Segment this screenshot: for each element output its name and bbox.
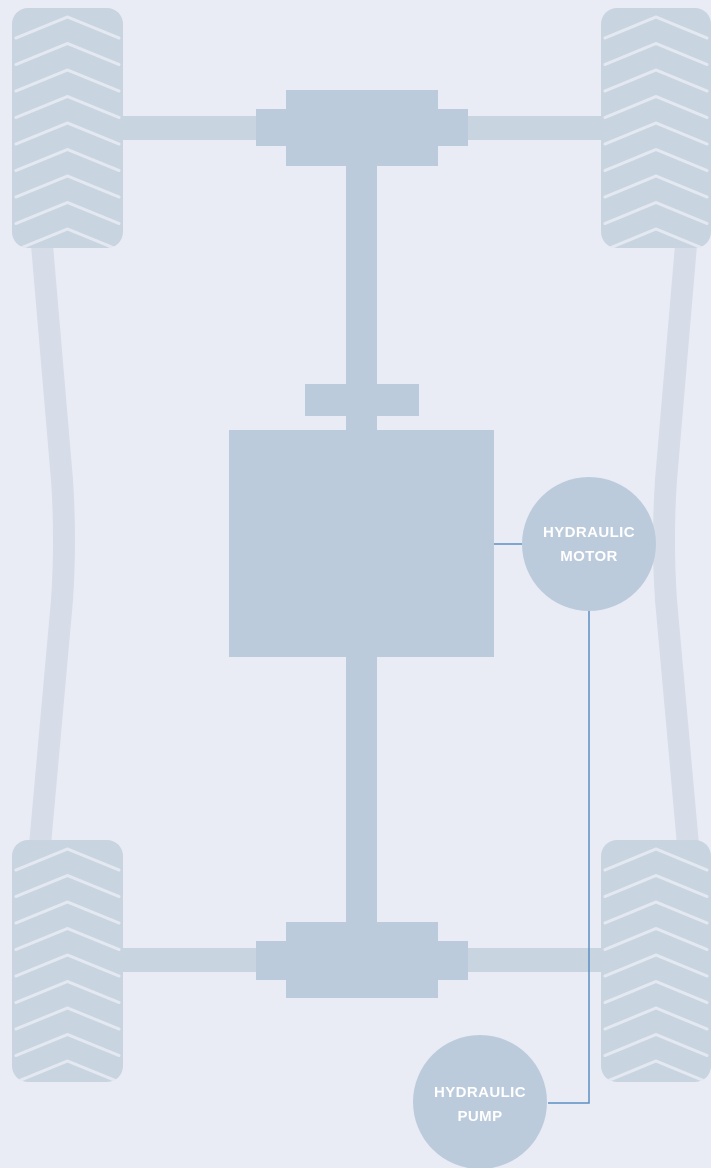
tread-chevron	[603, 201, 709, 225]
drive-shaft-rear	[346, 640, 377, 940]
hydraulic-motor-label-line1: HYDRAULIC	[543, 524, 635, 541]
tread-chevron	[14, 980, 121, 1004]
tread-chevron	[603, 847, 709, 872]
tread-chevron	[603, 15, 709, 40]
hydraulic-pump-label-line1: HYDRAULIC	[434, 1084, 526, 1101]
tread-chevron	[14, 68, 121, 93]
hydraulic-pump-label-line2: PUMP	[458, 1108, 503, 1125]
tread-chevron	[14, 847, 121, 872]
tread-chevron	[603, 148, 709, 172]
tread-chevron	[14, 201, 121, 225]
front-differential	[256, 90, 468, 166]
tire-icon	[601, 840, 711, 1135]
tread-chevron	[603, 927, 709, 951]
tread-chevron	[14, 227, 121, 248]
tread-chevron	[603, 174, 709, 199]
tread-chevron	[14, 927, 121, 951]
transmission-box	[229, 430, 494, 657]
tread-chevron	[14, 874, 121, 898]
chevron-tread-icon	[603, 847, 709, 1135]
tread-chevron	[603, 95, 709, 119]
tread-chevron	[14, 1006, 121, 1031]
tread-chevron	[14, 148, 121, 172]
chevron-tread-icon	[14, 15, 121, 303]
tire-icon	[12, 840, 123, 1135]
tread-chevron	[14, 1059, 121, 1082]
tread-chevron	[14, 900, 121, 925]
chevron-tread-icon	[14, 847, 121, 1135]
tread-chevron	[603, 1033, 709, 1057]
chevron-tread-icon	[603, 15, 709, 248]
tread-chevron	[14, 95, 121, 119]
tread-chevron	[605, 1088, 707, 1109]
frame-rail-left	[29, 234, 75, 856]
tread-chevron	[603, 68, 709, 93]
tire-icon	[601, 8, 711, 248]
tread-chevron	[16, 282, 119, 303]
tread-chevron	[14, 121, 121, 146]
tread-chevron	[603, 42, 709, 66]
tread-chevron	[16, 1088, 119, 1109]
tread-chevron	[14, 953, 121, 978]
hydraulic-motor: HYDRAULIC MOTOR	[522, 477, 656, 611]
tread-chevron	[14, 174, 121, 199]
tread-chevron	[603, 1059, 709, 1082]
tread-chevron	[603, 227, 709, 248]
tread-chevron	[605, 1114, 707, 1135]
rear-differential	[256, 922, 468, 998]
tread-chevron	[14, 42, 121, 66]
tread-chevron	[603, 900, 709, 925]
hydraulic-pump: HYDRAULIC PUMP	[413, 1035, 547, 1168]
hydraulic-line-pump	[548, 610, 590, 1104]
hydraulic-motor-label-line2: MOTOR	[560, 548, 618, 565]
tread-chevron	[14, 1033, 121, 1057]
tread-chevron	[603, 1006, 709, 1031]
frame-rail-right	[653, 234, 699, 856]
tread-chevron	[14, 15, 121, 40]
tread-chevron	[16, 256, 119, 277]
tread-chevron	[16, 1114, 119, 1135]
tread-chevron	[603, 980, 709, 1004]
tread-chevron	[603, 121, 709, 146]
tread-chevron	[603, 953, 709, 978]
tread-chevron	[603, 874, 709, 898]
tire-icon	[12, 8, 123, 303]
shaft-coupling	[305, 384, 419, 416]
